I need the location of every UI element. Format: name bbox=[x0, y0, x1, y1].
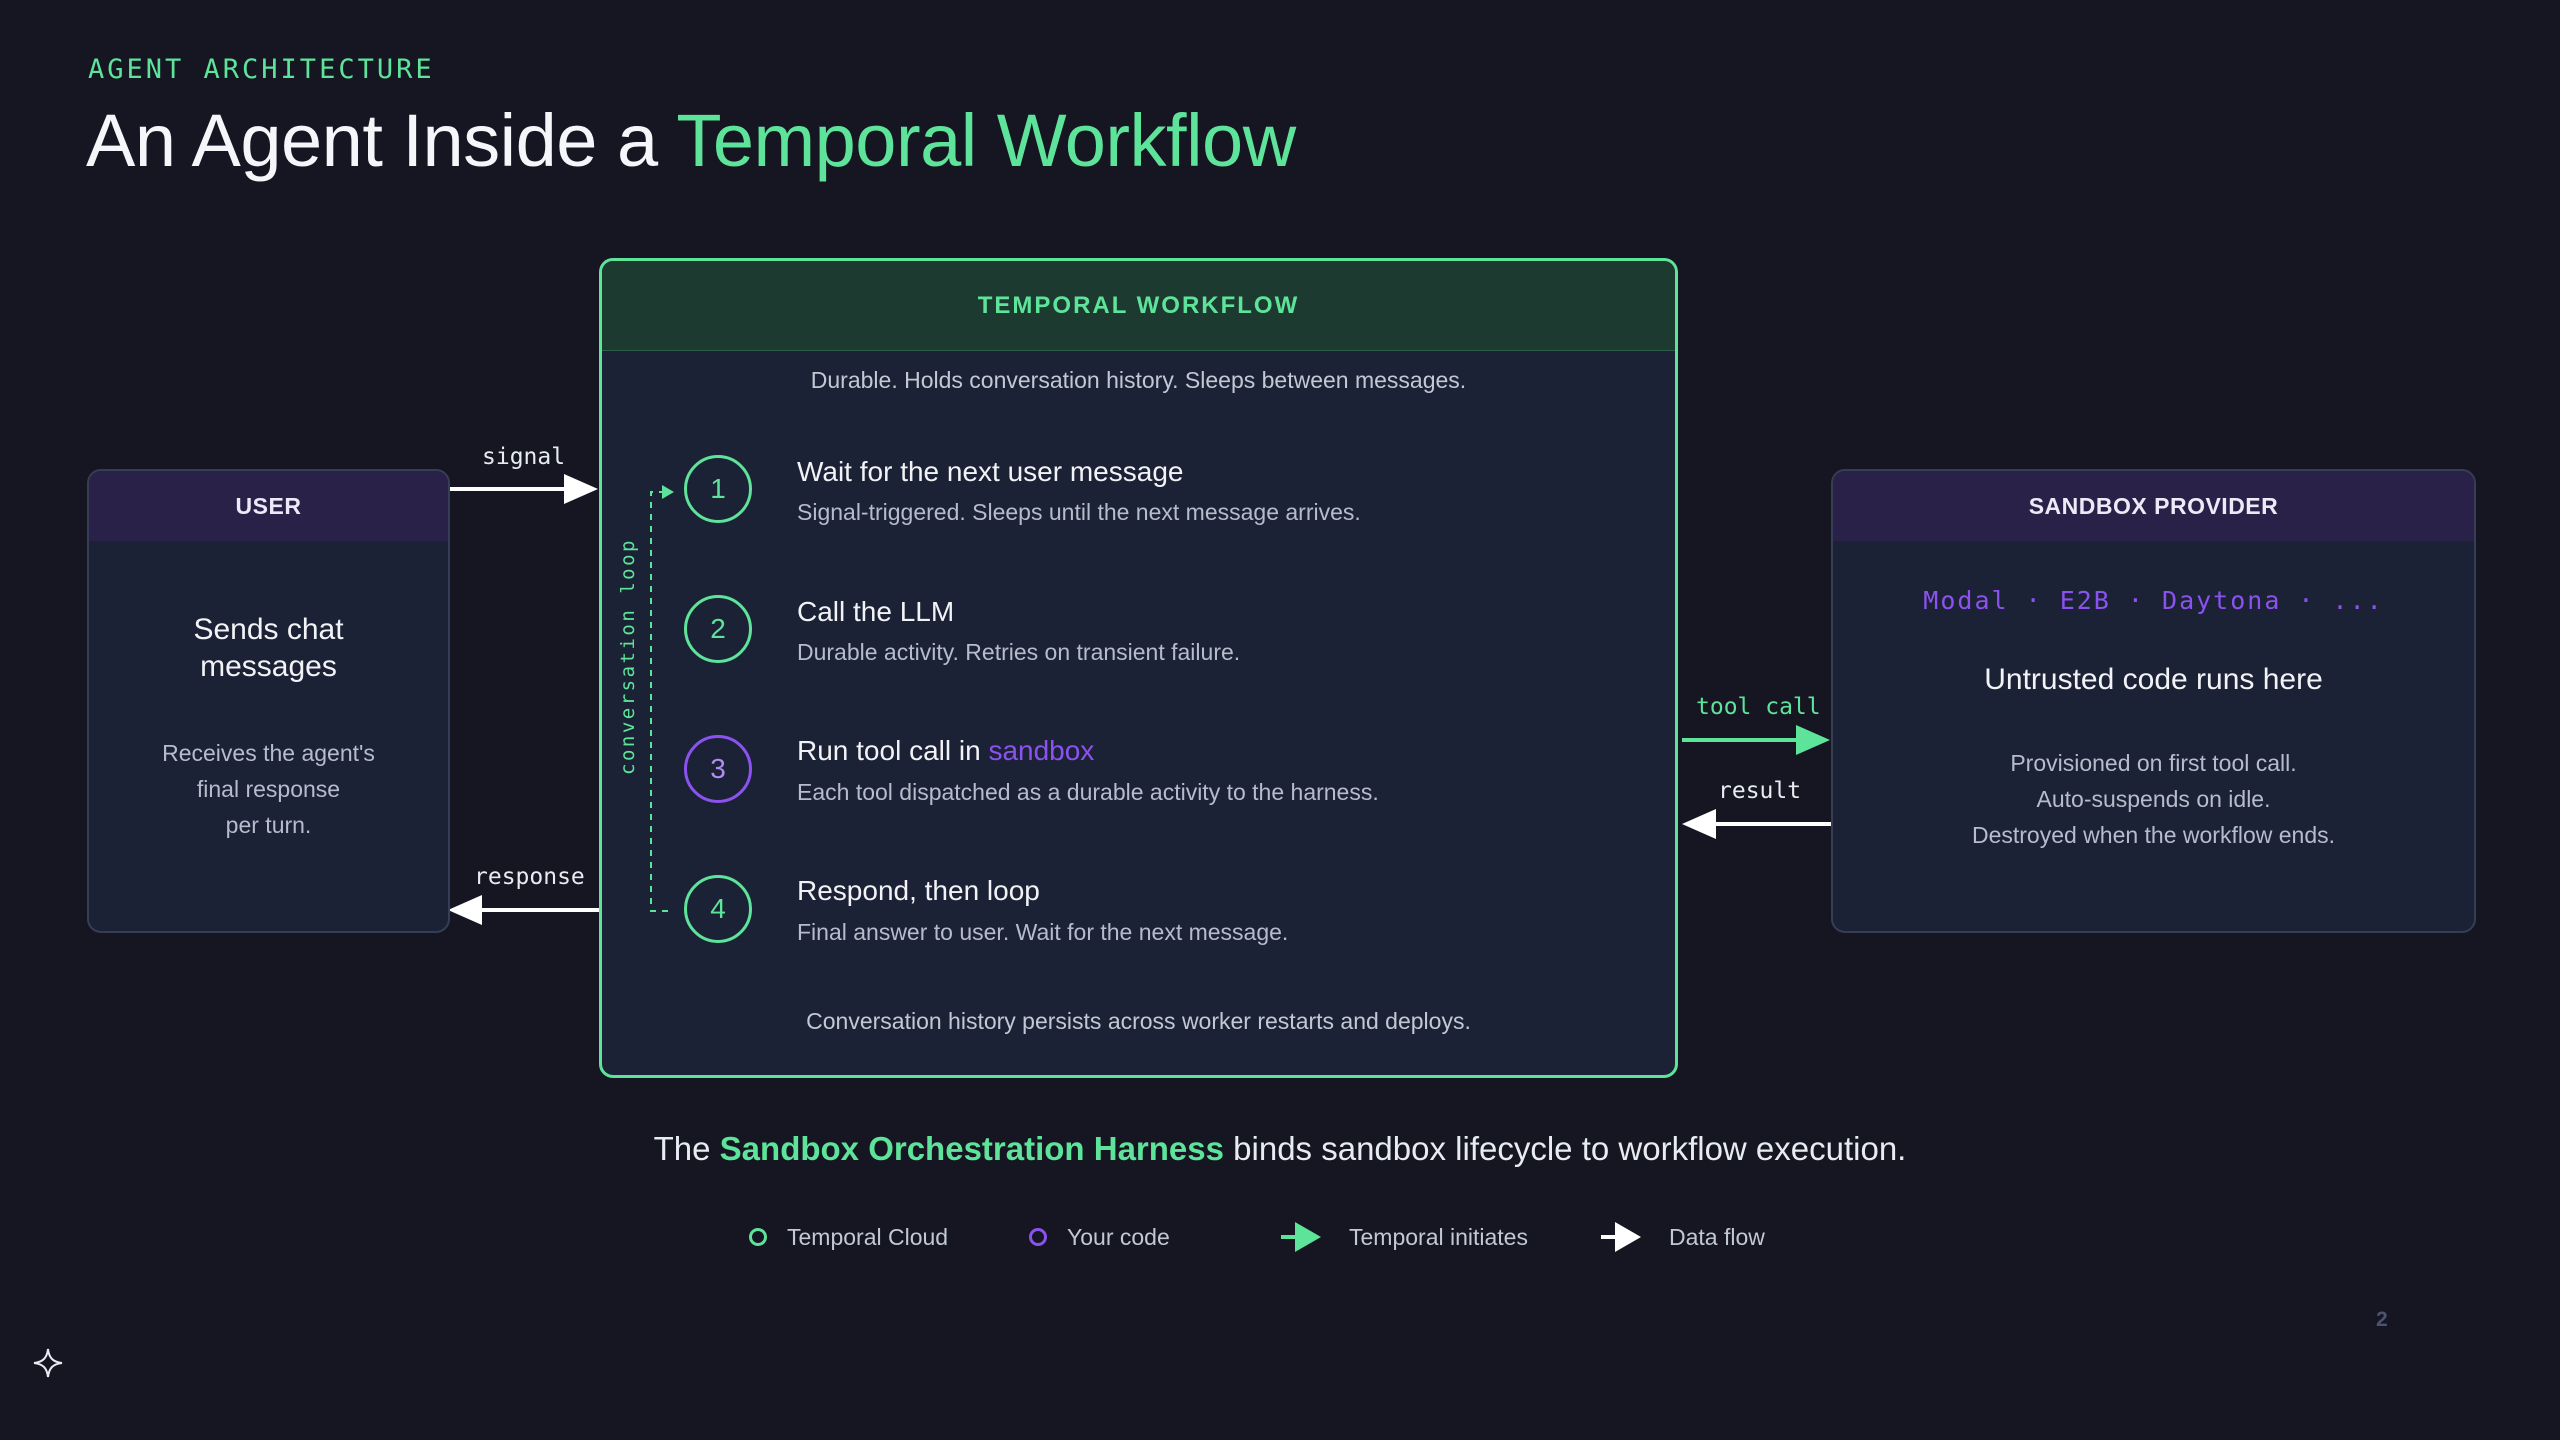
legend-label: Data flow bbox=[1669, 1223, 1765, 1250]
sandbox-sub-line: Provisioned on first tool call. bbox=[2010, 750, 2297, 776]
user-heading: USER bbox=[89, 471, 448, 541]
tagline: The Sandbox Orchestration Harness binds … bbox=[0, 1130, 2560, 1168]
result-label: result bbox=[1718, 778, 1802, 804]
white-arrow-icon bbox=[1601, 1222, 1641, 1252]
purple-circle-icon bbox=[1029, 1228, 1047, 1246]
sandbox-main-text: Untrusted code runs here bbox=[1984, 663, 2323, 696]
user-sub-line: per turn. bbox=[225, 812, 312, 838]
legend-temporal-initiates: Temporal initiates bbox=[1279, 1220, 1528, 1254]
result-arrow-head bbox=[1682, 809, 1716, 839]
step-3-title-plain: Run tool call in bbox=[797, 735, 989, 766]
user-main-text: Sends chat messages bbox=[89, 611, 448, 685]
user-main-line: messages bbox=[200, 650, 337, 683]
tool-call-label: tool call bbox=[1696, 694, 1821, 720]
sparkle-icon[interactable] bbox=[30, 1345, 66, 1381]
step-4-title: Respond, then loop bbox=[797, 875, 1040, 906]
sandbox-sub-line: Auto-suspends on idle. bbox=[2036, 786, 2271, 812]
sandbox-sub-text: Provisioned on first tool call. Auto-sus… bbox=[1833, 745, 2474, 853]
workflow-heading: TEMPORAL WORKFLOW bbox=[602, 261, 1675, 351]
response-label: response bbox=[474, 864, 585, 890]
user-main-line: Sends chat bbox=[193, 613, 344, 646]
sandbox-sub-line: Destroyed when the workflow ends. bbox=[1971, 822, 2336, 848]
title-highlight: Temporal Workflow bbox=[676, 99, 1296, 182]
step-2-title: Call the LLM bbox=[797, 596, 955, 627]
temporal-workflow-box: TEMPORAL WORKFLOW Durable. Holds convers… bbox=[599, 258, 1678, 1078]
signal-label: signal bbox=[482, 444, 566, 470]
step-3-badge: 3 bbox=[684, 735, 752, 803]
sandbox-heading: SANDBOX PROVIDER bbox=[1833, 471, 2474, 541]
step-2-description: Durable activity. Retries on transient f… bbox=[797, 639, 1241, 665]
sandbox-providers-list: Modal · E2B · Daytona · ... bbox=[1923, 586, 2384, 615]
green-circle-icon bbox=[749, 1228, 767, 1246]
legend-data-flow: Data flow bbox=[1599, 1220, 1765, 1254]
step-3-title: Run tool call in sandbox bbox=[797, 735, 1094, 767]
legend-label: Your code bbox=[1067, 1223, 1170, 1250]
eyebrow-label: AGENT ARCHITECTURE bbox=[88, 54, 435, 85]
legend-your-code: Your code bbox=[1029, 1220, 1170, 1254]
user-sub-line: Receives the agent's bbox=[162, 740, 375, 766]
step-4-badge: 4 bbox=[684, 875, 752, 943]
step-4-description: Final answer to user. Wait for the next … bbox=[797, 919, 1289, 945]
sandbox-provider-box: SANDBOX PROVIDER Modal · E2B · Daytona ·… bbox=[1831, 469, 2476, 933]
tagline-suffix: binds sandbox lifecycle to workflow exec… bbox=[1224, 1130, 1907, 1167]
step-3-title-highlight: sandbox bbox=[988, 735, 1095, 766]
workflow-description: Durable. Holds conversation history. Sle… bbox=[810, 367, 1467, 393]
legend-label: Temporal Cloud bbox=[787, 1223, 949, 1250]
green-arrow-icon bbox=[1281, 1222, 1321, 1252]
page-title: An Agent Inside a Temporal Workflow bbox=[86, 98, 1296, 183]
user-sub-line: final response bbox=[196, 776, 341, 802]
tool-call-arrow-head bbox=[1796, 725, 1830, 755]
step-3-description: Each tool dispatched as a durable activi… bbox=[797, 779, 1379, 805]
conversation-loop-bracket bbox=[650, 485, 674, 912]
page-number: 2 bbox=[2376, 1308, 2388, 1331]
tagline-highlight: Sandbox Orchestration Harness bbox=[719, 1130, 1224, 1167]
tagline-prefix: The bbox=[653, 1130, 720, 1167]
title-plain: An Agent Inside a bbox=[86, 99, 677, 182]
step-1-title: Wait for the next user message bbox=[797, 456, 1184, 487]
signal-arrow-head bbox=[564, 474, 598, 504]
step-1-badge: 1 bbox=[684, 455, 752, 523]
conversation-loop-label: conversation loop bbox=[617, 538, 639, 775]
user-sub-text: Receives the agent's final response per … bbox=[89, 735, 448, 843]
user-box: USER Sends chat messages Receives the ag… bbox=[87, 469, 450, 933]
step-1-description: Signal-triggered. Sleeps until the next … bbox=[797, 499, 1361, 525]
response-arrow-head bbox=[448, 895, 482, 925]
step-2-badge: 2 bbox=[684, 595, 752, 663]
legend-label: Temporal initiates bbox=[1349, 1223, 1528, 1250]
workflow-footer-note: Conversation history persists across wor… bbox=[806, 1008, 1471, 1034]
legend-temporal-cloud: Temporal Cloud bbox=[749, 1220, 948, 1254]
